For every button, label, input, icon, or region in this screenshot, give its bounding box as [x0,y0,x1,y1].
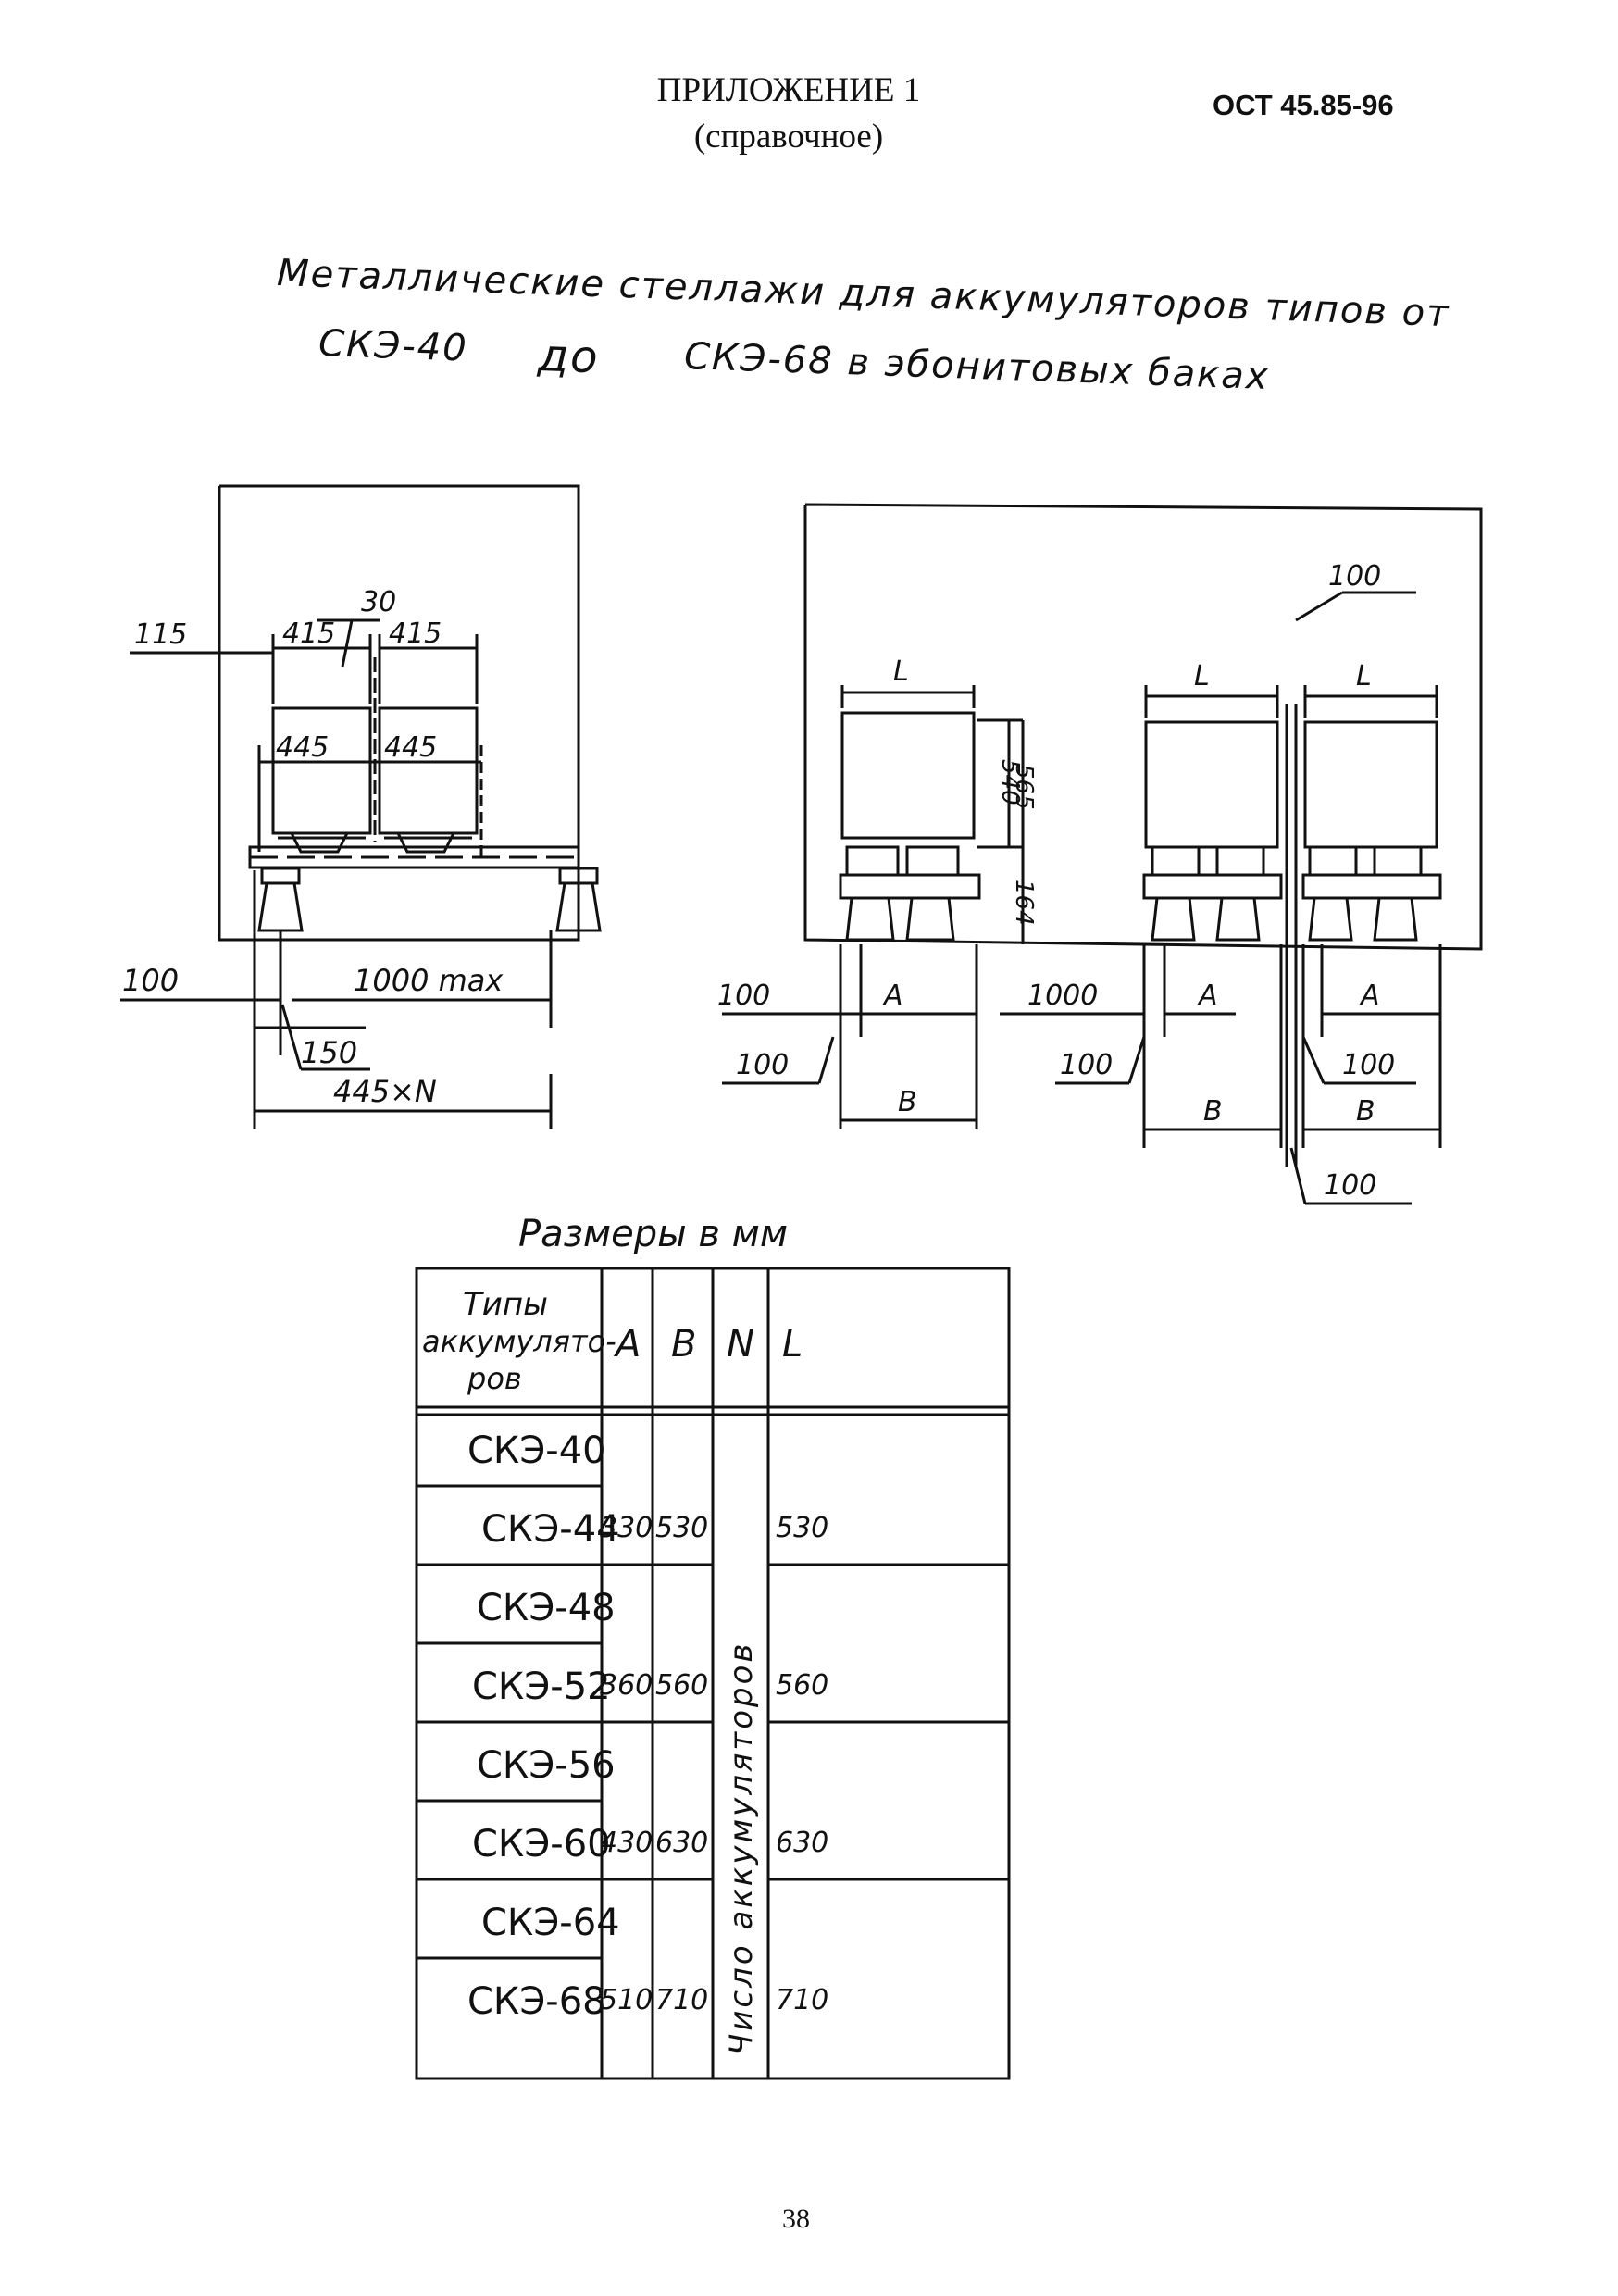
drawing-title-line2b: до [537,330,601,384]
group2-A: 360 [600,1669,653,1702]
dim-100-c: 100 [1060,1049,1113,1081]
dim-30: 30 [361,586,396,618]
header-types-l2: аккумулято- [422,1324,616,1359]
right-frame [803,503,1483,951]
page-number: 38 [782,2203,810,2234]
dim-100-d: 100 [1342,1049,1395,1081]
table-caption: Размеры в мм [518,1213,789,1255]
drawing-title-line2c: СКЭ-68 в эбонитовых баках [683,335,1271,399]
type-row-1: СКЭ-40 [467,1429,606,1472]
type-row-7: СКЭ-64 [481,1902,620,1944]
group3-L: 630 [776,1827,828,1859]
header-N: N [727,1323,754,1366]
group1-A: 330 [600,1512,653,1544]
dim-164: 164 [1010,880,1038,926]
standard-code: ОСТ 45.85-96 [1213,89,1394,121]
dim-A-1: A [882,980,903,1012]
type-row-8: СКЭ-68 [467,1980,606,2023]
type-row-4: СКЭ-52 [472,1666,611,1708]
type-row-5: СКЭ-56 [477,1744,616,1787]
appendix-title: ПРИЛОЖЕНИЕ 1 [656,71,921,109]
group3-A: 430 [600,1827,653,1859]
dim-100-b: 100 [736,1049,789,1081]
dim-540: 540 [996,759,1024,805]
dim-B-3: B [1356,1095,1375,1128]
group1-L: 530 [776,1512,828,1544]
header-B: B [671,1323,696,1366]
dim-1000-max: 1000 max [354,963,504,998]
dim-100-bottom: 100 [1324,1169,1376,1202]
group4-B: 710 [655,1984,708,2016]
group4-L: 710 [776,1984,828,2016]
header-types-l3: ров [467,1361,522,1396]
header-types-l1: Типы [463,1286,548,1323]
dim-L-3: L [1356,660,1372,693]
dim-L-2: L [1194,660,1210,693]
dim-100-top: 100 [1328,560,1381,593]
type-row-3: СКЭ-48 [477,1587,616,1629]
type-row-6: СКЭ-60 [472,1823,611,1866]
dim-1000: 1000 [1027,980,1098,1012]
appendix-kind: (справочное) [693,118,884,156]
left-frame [218,484,580,942]
dimensions-table: Типы аккумулято- ров A B N L СКЭ-40 СКЭ-… [415,1267,1011,2080]
dim-B-1: B [898,1086,917,1118]
drawing-title-line2a: СКЭ-40 [317,322,469,370]
dim-A-3: A [1359,980,1380,1012]
dim-565: 565 [1010,764,1038,810]
dim-415-a: 415 [282,618,335,650]
battery-right-1 [840,711,976,840]
header-A: A [613,1323,641,1366]
dim-445-a: 445 [276,731,329,764]
dim-445-b: 445 [384,731,437,764]
dim-100-a: 100 [717,980,770,1012]
battery-left-2 [378,706,479,835]
group1-B: 530 [655,1512,708,1544]
group4-A: 510 [600,1984,653,2016]
battery-left-1 [271,706,372,835]
header-L: L [782,1323,803,1366]
dim-115: 115 [134,618,187,651]
rack-drawing-right: L L L 100 540 565 164 100 A 1000 A A 100… [717,503,1483,1205]
rack-drawing-left: 115 415 30 415 445 445 100 1000 max 150 … [120,484,602,1129]
dim-150: 150 [301,1035,357,1070]
n-column-note: Число аккумуляторов [723,1641,760,2055]
dim-B-2: B [1203,1095,1223,1128]
dim-A-2: A [1197,980,1218,1012]
battery-right-2 [1144,720,1279,849]
group2-B: 560 [655,1669,708,1702]
group2-L: 560 [776,1669,828,1702]
drawing-title-line1: Металлические стеллажи для аккумуляторов… [276,252,1451,336]
group3-B: 630 [655,1827,708,1859]
dim-100: 100 [122,963,179,998]
type-row-2: СКЭ-44 [481,1508,620,1551]
dim-445xN: 445×N [333,1074,437,1109]
dim-415-b: 415 [389,618,442,650]
battery-right-3 [1303,720,1438,849]
dim-L-1: L [893,655,909,688]
